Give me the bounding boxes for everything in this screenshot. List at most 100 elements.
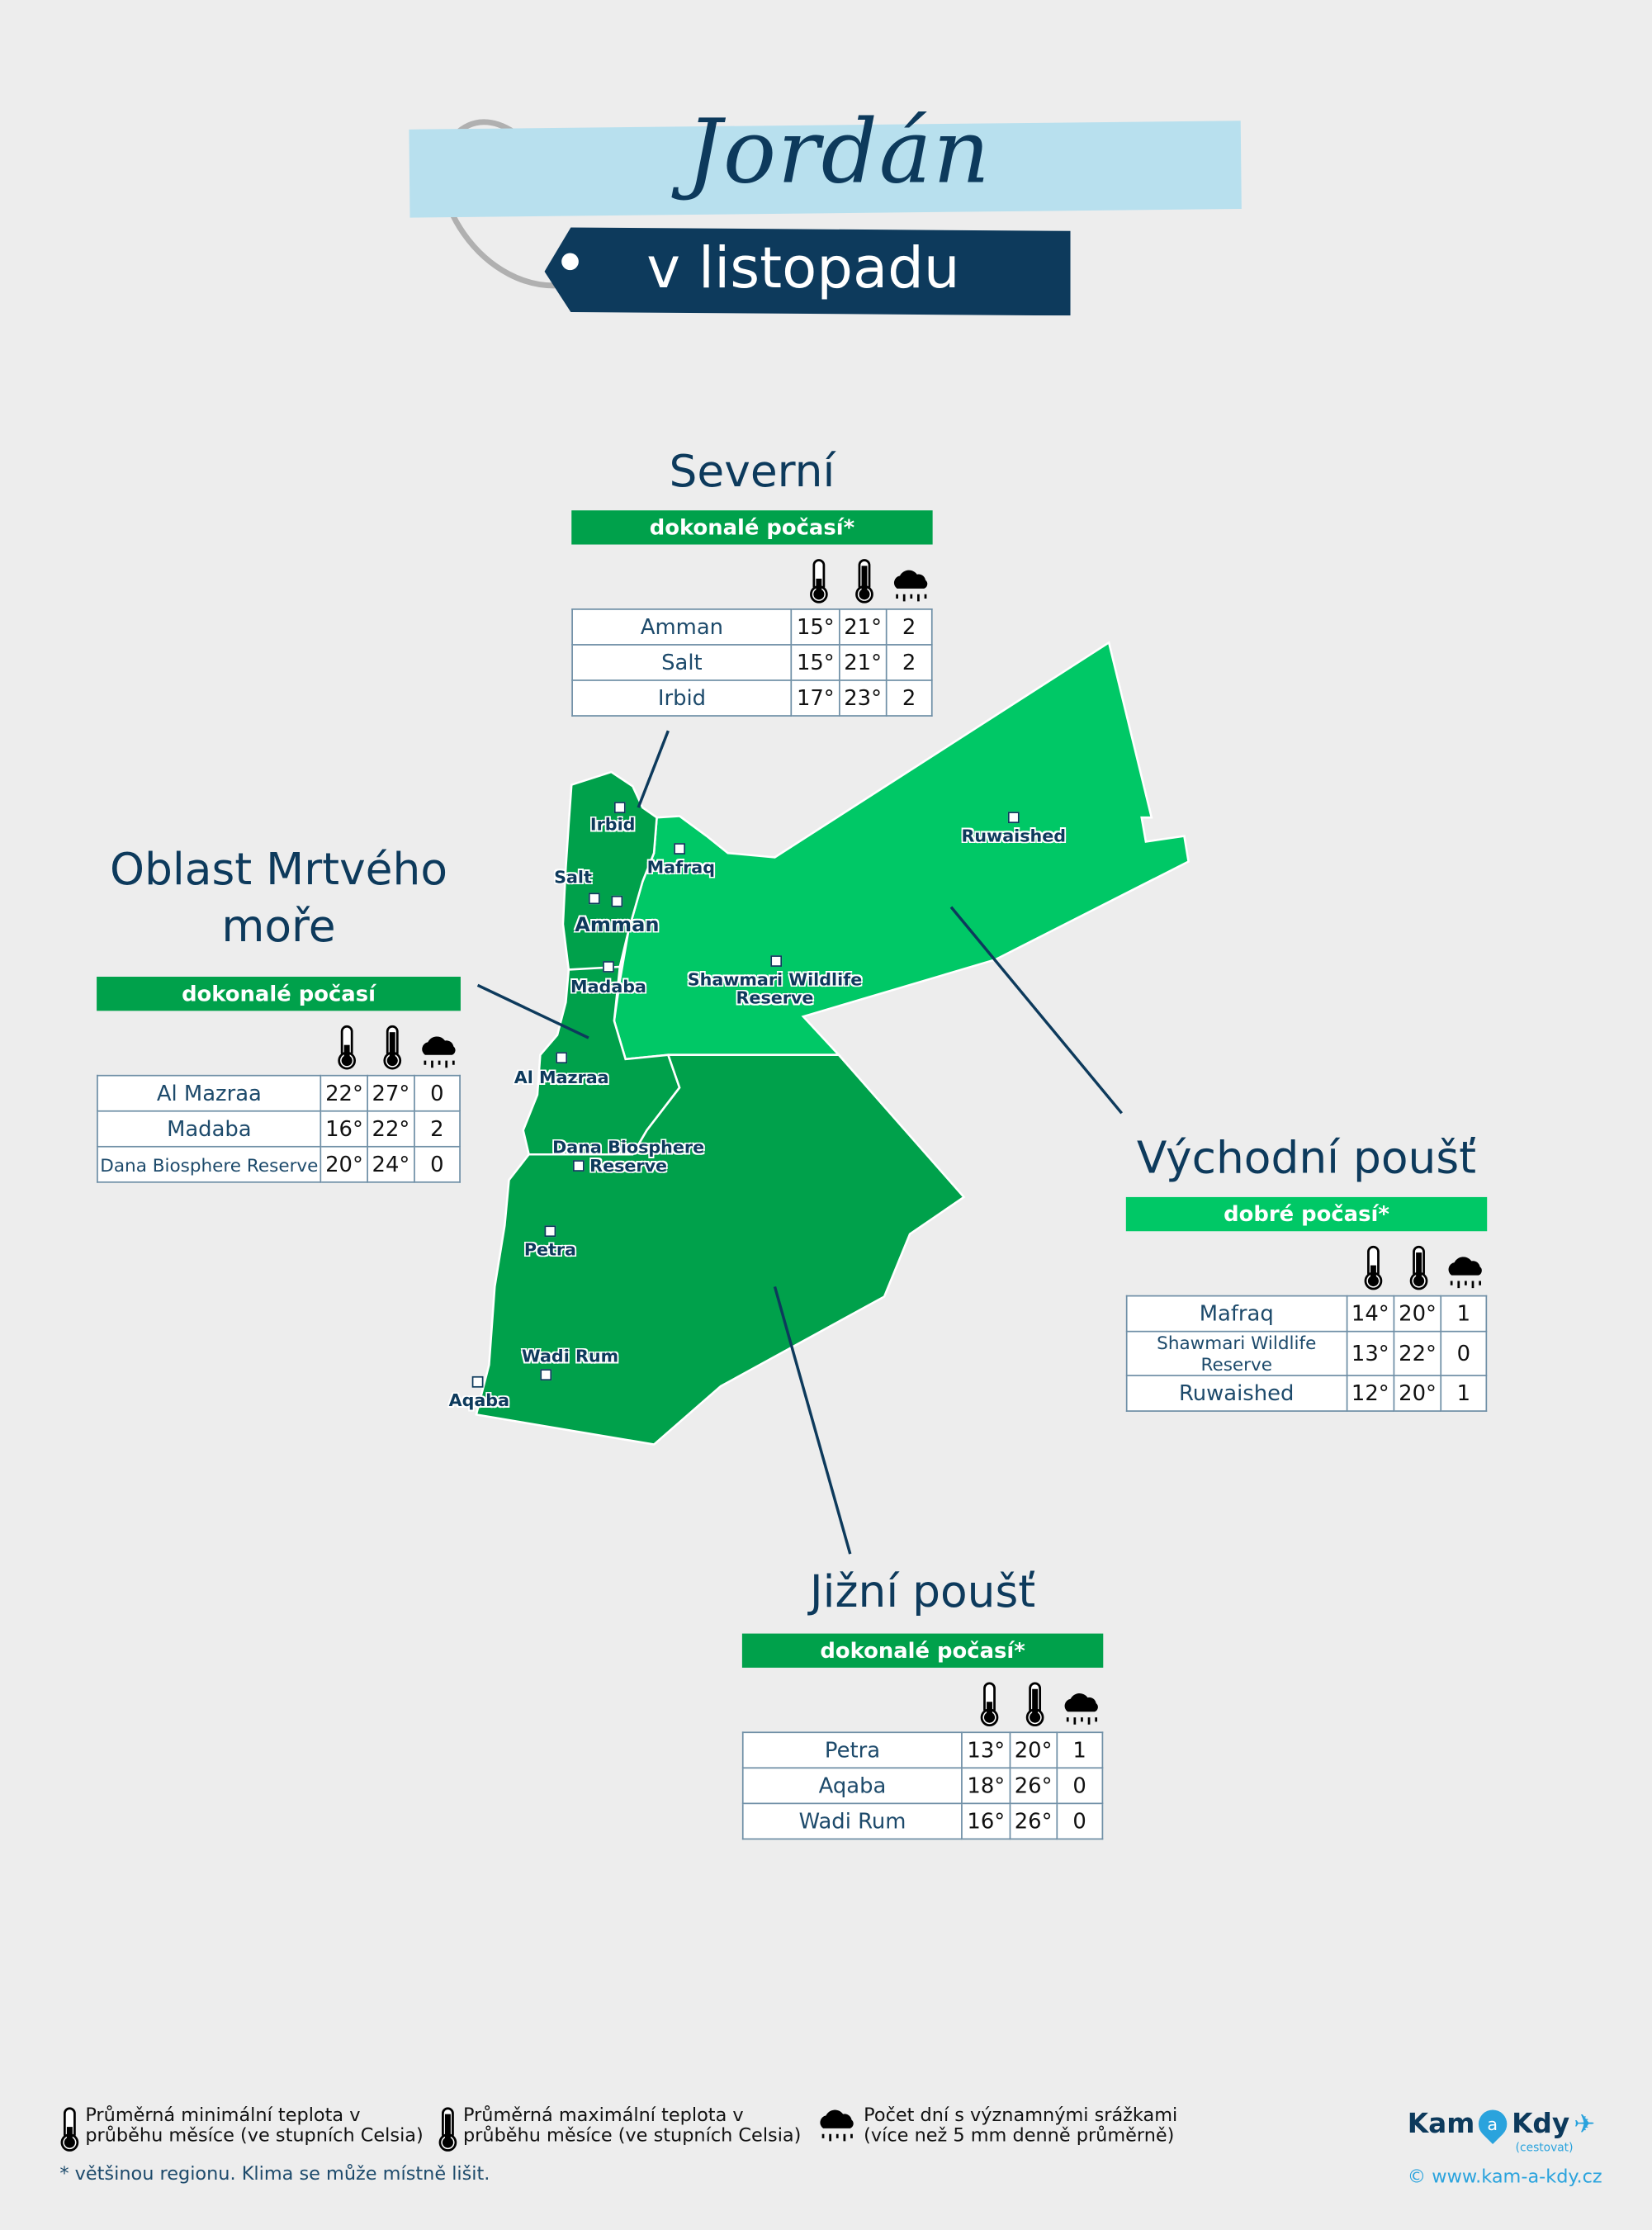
city-marker[interactable] bbox=[770, 955, 783, 967]
city-name-line2: Reserve bbox=[736, 987, 814, 1008]
city-marker[interactable] bbox=[611, 895, 623, 907]
min-temp: 14° bbox=[1345, 1295, 1395, 1333]
city-name: Al Mazraa bbox=[514, 1068, 609, 1088]
region-name: Oblast Mrtvého bbox=[109, 844, 448, 896]
region-title: Severní bbox=[514, 443, 989, 500]
city-marker[interactable] bbox=[1007, 812, 1020, 824]
tag-hole bbox=[561, 253, 579, 271]
rain-days: 2 bbox=[885, 679, 933, 717]
max-temp: 20° bbox=[1393, 1295, 1442, 1333]
rain-cloud-icon bbox=[1058, 1682, 1103, 1727]
location-name: Wadi Rum bbox=[741, 1802, 963, 1840]
thermometer-max-icon bbox=[841, 559, 887, 604]
rain-days: 0 bbox=[413, 1074, 461, 1112]
location-name: Irbid bbox=[571, 679, 793, 717]
weather-rating-badge: dokonalé počasí* bbox=[741, 1633, 1104, 1668]
city-label[interactable]: Ruwaished bbox=[962, 826, 1067, 845]
city-marker[interactable] bbox=[613, 802, 626, 813]
max-temp: 20° bbox=[1009, 1731, 1058, 1769]
legend-rain-line2: (více než 5 mm denně průměrně) bbox=[864, 2125, 1175, 2147]
plane-icon: ✈ bbox=[1574, 2109, 1596, 2139]
region-east-desert[interactable] bbox=[613, 641, 1190, 1061]
city-label[interactable]: Petra bbox=[524, 1240, 576, 1259]
city-label[interactable]: Madaba bbox=[570, 978, 646, 997]
page-title: Jordán bbox=[686, 99, 992, 204]
city-marker[interactable] bbox=[674, 843, 686, 855]
city-label[interactable]: Mafraq bbox=[646, 857, 716, 878]
city-label[interactable]: Salt bbox=[554, 867, 592, 888]
rain-days: 0 bbox=[1056, 1767, 1104, 1805]
location-name: Aqaba bbox=[741, 1767, 963, 1805]
city-label[interactable]: Aqaba bbox=[448, 1390, 510, 1411]
leader-north bbox=[637, 730, 670, 808]
city-name: Mafraq bbox=[646, 857, 716, 878]
location-name: Madaba bbox=[97, 1110, 322, 1148]
website-link[interactable]: © www.kam-a-kdy.cz bbox=[1407, 2166, 1602, 2189]
city-name: Aqaba bbox=[448, 1390, 510, 1411]
footnote: * většinou regionu. Klima se může místně… bbox=[59, 2163, 490, 2185]
min-temp: 13° bbox=[961, 1731, 1011, 1769]
leader-dead-sea bbox=[476, 983, 589, 1039]
rain-days: 2 bbox=[413, 1110, 461, 1148]
city-name: Wadi Rum bbox=[521, 1346, 619, 1366]
region-name: Východní poušť bbox=[1136, 1133, 1477, 1185]
city-marker[interactable] bbox=[556, 1052, 568, 1064]
city-name: Irbid bbox=[589, 814, 636, 835]
city-label[interactable]: Wadi Rum bbox=[522, 1347, 618, 1366]
max-temp: 27° bbox=[367, 1074, 415, 1112]
max-temp: 22° bbox=[1393, 1330, 1442, 1376]
legend-max-line2: průběhu měsíce (ve stupních Celsia) bbox=[462, 2125, 802, 2147]
region-name: Severní bbox=[669, 446, 835, 498]
city-marker[interactable] bbox=[572, 1160, 585, 1172]
city-name: Madaba bbox=[570, 977, 647, 997]
location-name: Petra bbox=[741, 1731, 963, 1769]
min-temp: 13° bbox=[1345, 1330, 1395, 1376]
legend-max-line1: Průměrná maximální teplota v bbox=[462, 2105, 744, 2128]
legend-min-line1: Průměrná minimální teplota v bbox=[85, 2105, 361, 2128]
max-temp: 21° bbox=[839, 608, 888, 646]
logo-kdy: Kdy bbox=[1512, 2108, 1570, 2140]
rain-cloud-icon bbox=[816, 2107, 855, 2158]
weather-rating-badge: dokonalé počasí* bbox=[571, 510, 933, 545]
location-name: Mafraq bbox=[1125, 1295, 1347, 1333]
logo-tagline: (cestovat) bbox=[1515, 2141, 1574, 2154]
leader-east bbox=[949, 906, 1123, 1115]
column-icons bbox=[324, 1025, 461, 1071]
location-name: Dana Biosphere Reserve bbox=[97, 1145, 322, 1183]
weather-rating-badge: dobré počasí* bbox=[1125, 1196, 1488, 1232]
city-marker[interactable] bbox=[588, 892, 600, 905]
region-title: Jižní poušť bbox=[685, 1564, 1160, 1621]
city-name: Salt bbox=[554, 867, 592, 888]
subtitle-banner bbox=[544, 227, 1071, 316]
city-label[interactable]: Al Mazraa bbox=[514, 1068, 609, 1088]
min-temp: 16° bbox=[961, 1802, 1011, 1840]
city-marker[interactable] bbox=[540, 1369, 552, 1381]
column-icons bbox=[795, 559, 933, 604]
thermometer-min-icon bbox=[324, 1025, 370, 1071]
logo[interactable]: Kam a Kdy ✈ (cestovat) bbox=[1408, 2104, 1642, 2156]
rain-days: 2 bbox=[885, 644, 933, 681]
max-temp: 23° bbox=[839, 679, 888, 717]
city-label[interactable]: Amman bbox=[575, 915, 659, 937]
rain-days: 0 bbox=[1056, 1802, 1104, 1840]
city-marker[interactable] bbox=[471, 1375, 484, 1388]
thermometer-max-icon bbox=[1012, 1682, 1058, 1727]
region-north[interactable] bbox=[561, 770, 658, 974]
region-south-desert[interactable] bbox=[475, 1053, 966, 1446]
min-temp: 22° bbox=[320, 1074, 369, 1112]
city-marker[interactable] bbox=[603, 961, 614, 973]
city-label[interactable]: Irbid bbox=[590, 816, 636, 834]
city-marker[interactable] bbox=[544, 1225, 556, 1238]
